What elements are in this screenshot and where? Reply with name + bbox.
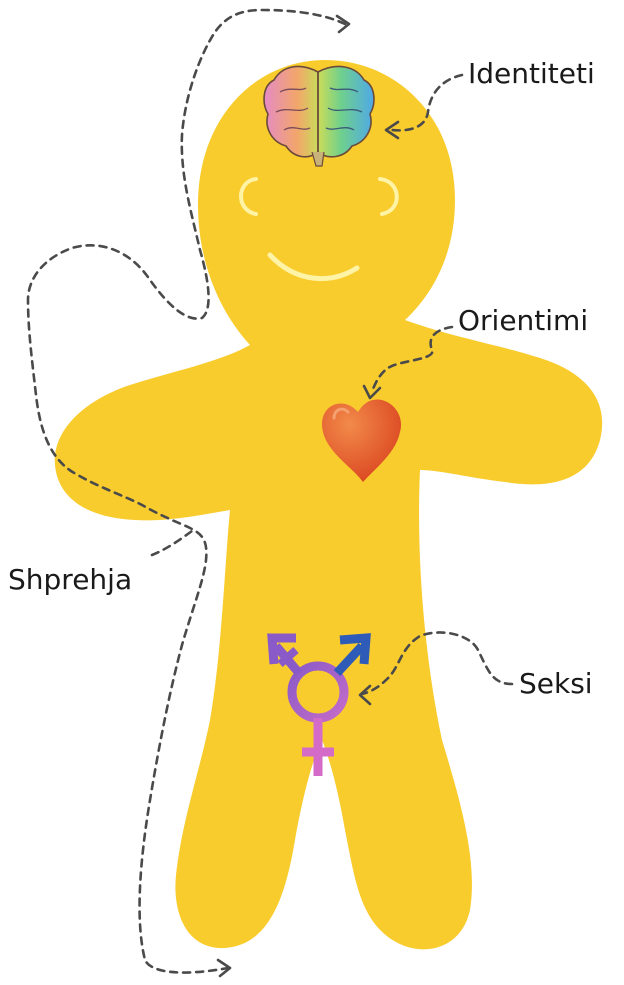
- expression-label: Shprehja: [8, 566, 132, 594]
- sex-label: Seksi: [519, 670, 593, 698]
- identity-label: Identiteti: [468, 60, 595, 88]
- expression-connector: [152, 528, 196, 555]
- orientation-label: Orientimi: [458, 307, 588, 335]
- gingerbread-body: [55, 60, 602, 949]
